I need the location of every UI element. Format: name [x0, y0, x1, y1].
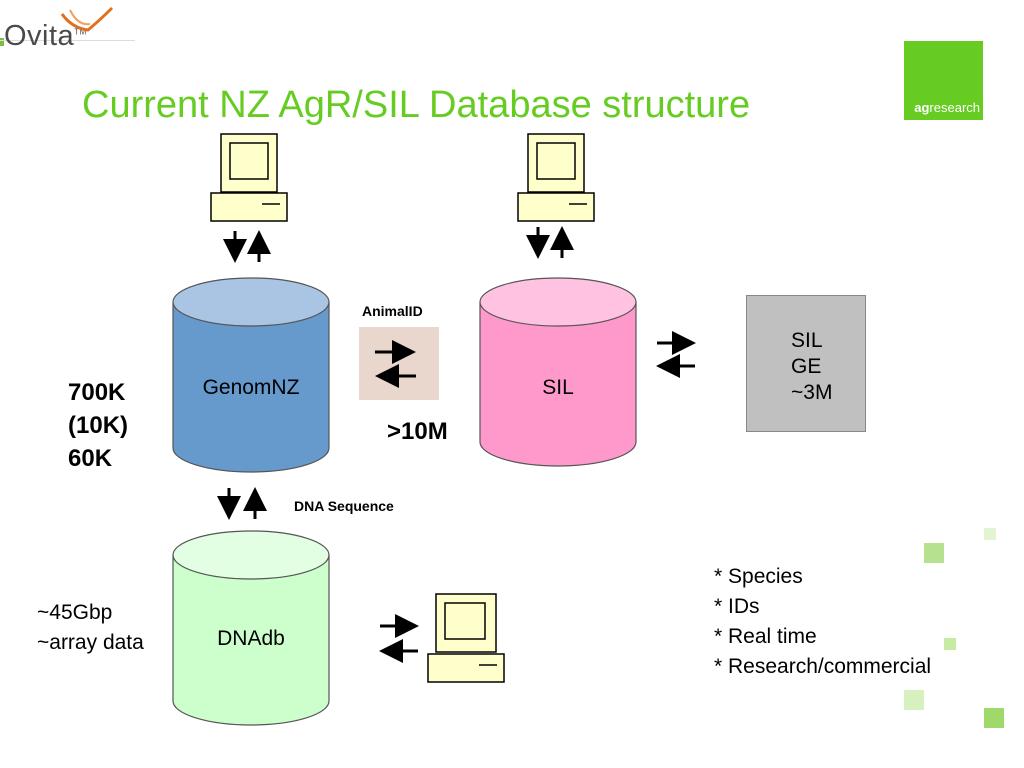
feature-item: * Real time — [714, 625, 817, 648]
feature-item: * IDs — [714, 595, 760, 618]
ovita-logo: OvitaTM — [4, 20, 87, 53]
decor-square — [984, 528, 996, 540]
logo-text: Ovita — [4, 20, 75, 52]
database-icon — [172, 530, 330, 726]
sil-count: >10M — [387, 418, 448, 445]
sil-ge-box: SIL GE ~3M — [746, 295, 866, 432]
feature-item: * Research/commercial — [714, 655, 932, 678]
computer-icon — [517, 133, 595, 222]
note-line: ~45Gbp — [37, 601, 113, 624]
dnadb-notes: ~45Gbp ~array data — [37, 598, 144, 658]
count-line: (10K) — [68, 412, 129, 439]
features-list: * Species * IDs * Real time * Research/c… — [714, 562, 931, 682]
brand-ag: ag — [914, 100, 930, 115]
logo-tm: TM — [74, 27, 87, 37]
count-line: 60K — [68, 445, 113, 472]
decor-square — [924, 543, 944, 563]
genomnz-counts: 700K (10K) 60K — [68, 376, 128, 475]
sil-ge-line: GE — [791, 355, 822, 378]
arrow-icon — [223, 230, 271, 263]
animalid-label: AnimalID — [362, 303, 423, 319]
note-line: ~array data — [37, 631, 144, 654]
decor-square — [904, 690, 924, 710]
dnadb-label: DNAdb — [217, 627, 285, 650]
arrow-icon — [375, 340, 416, 388]
database-icon — [479, 277, 637, 467]
genomnz-label: GenomNZ — [202, 376, 300, 399]
sil-ge-line: ~3M — [791, 381, 833, 404]
arrow-icon — [379, 614, 419, 663]
brand-research: research — [929, 100, 980, 115]
logo-accent — [0, 38, 4, 46]
computer-icon — [210, 133, 288, 222]
logo-rule — [0, 40, 135, 41]
sil-ge-line: SIL — [791, 329, 823, 352]
database-icon — [172, 277, 330, 473]
dna-sequence-label: DNA Sequence — [294, 498, 394, 514]
page-title: Current NZ AgR/SIL Database structure — [82, 84, 751, 126]
count-line: 700K — [68, 379, 126, 406]
computer-icon — [427, 593, 505, 683]
sil-label: SIL — [542, 376, 574, 399]
arrow-icon — [526, 226, 574, 259]
decor-square — [944, 638, 956, 650]
arrow-icon — [656, 331, 696, 378]
decor-square — [984, 708, 1004, 728]
arrow-icon — [217, 487, 267, 520]
agresearch-logo: agresearch — [904, 41, 983, 120]
feature-item: * Species — [714, 565, 803, 588]
